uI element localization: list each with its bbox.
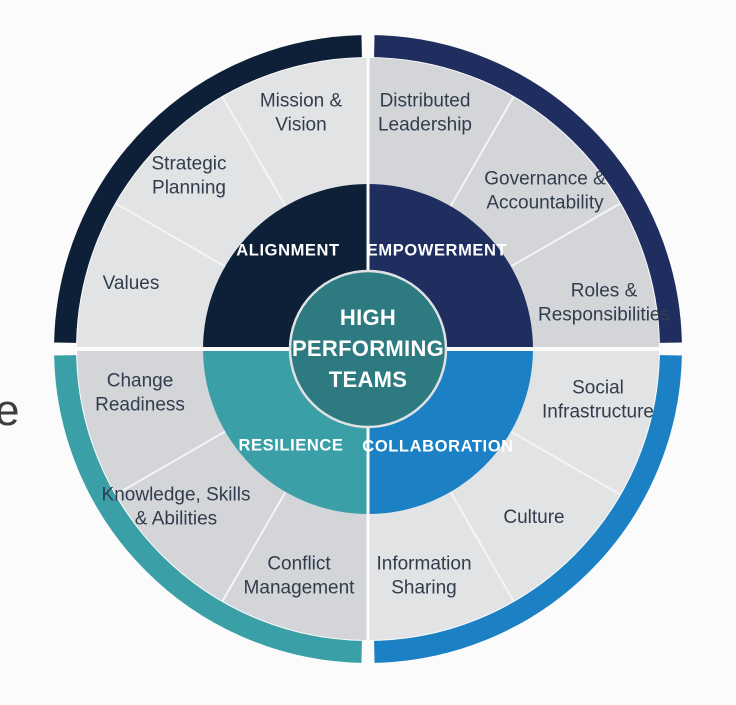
outer-segment-label-values: Values bbox=[102, 272, 160, 294]
outer-segment-label-change-readiness: Change Readiness bbox=[95, 370, 185, 416]
rim-arc-collaboration bbox=[374, 355, 682, 663]
outer-segment-label-culture: Culture bbox=[503, 506, 565, 528]
edge-text-fragment: e bbox=[0, 386, 20, 435]
ring-sector-resilience bbox=[77, 349, 368, 640]
outer-segment-label-strategic-planning: Strategic Planning bbox=[151, 153, 227, 199]
outer-segment-label-information-sharing: Information Sharing bbox=[376, 553, 472, 599]
outer-segment-label-conflict-management: Conflict Management bbox=[243, 553, 355, 599]
quadrant-label-empowerment: EMPOWERMENT bbox=[366, 241, 508, 260]
ring-sector-collaboration bbox=[368, 349, 659, 640]
outer-segment-label-governance-accountability: Governance & Accountability bbox=[484, 168, 606, 214]
outer-segment-label-distributed-leadership: Distributed Leadership bbox=[377, 90, 473, 136]
outer-segment-label-mission-vision: Mission & Vision bbox=[259, 90, 343, 136]
outer-segment-label-knowledge-skills-abilities: Knowledge, Skills & Abilities bbox=[101, 484, 251, 530]
axis-divider-lines bbox=[51, 32, 685, 666]
quadrant-label-collaboration: COLLABORATION bbox=[362, 437, 514, 456]
center-title: HIGH PERFORMING TEAMS bbox=[291, 305, 445, 393]
center-circle bbox=[288, 269, 448, 429]
ring-sector-alignment bbox=[77, 58, 368, 349]
rim-arc-alignment bbox=[54, 35, 362, 343]
outer-segment-label-social-infrastructure: Social Infrastructure bbox=[542, 377, 654, 423]
outer-segment-label-roles-responsibilities: Roles & Responsibilities bbox=[537, 280, 671, 326]
ring-sector-empowerment bbox=[368, 58, 659, 349]
rim-arc-resilience bbox=[54, 355, 362, 663]
segment-divider-lines bbox=[115, 96, 621, 602]
quadrant-label-alignment: ALIGNMENT bbox=[236, 241, 340, 260]
quadrant-label-resilience: RESILIENCE bbox=[238, 436, 344, 455]
rim-arc-empowerment bbox=[374, 35, 682, 343]
